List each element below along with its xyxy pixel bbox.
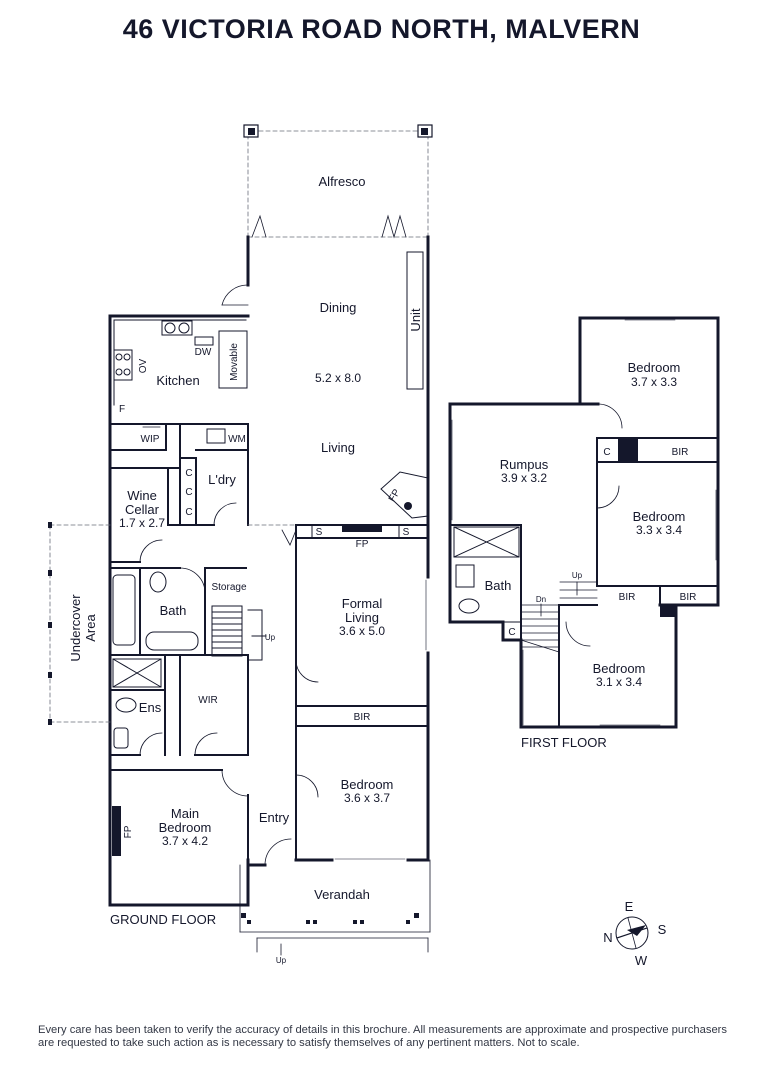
service-walls — [109, 423, 249, 563]
alfresco-post-left-fill — [248, 128, 255, 135]
ensuite-fixtures — [112, 658, 162, 749]
label-wine-dim: 1.7 x 2.7 — [119, 516, 165, 530]
verandah-outline — [239, 859, 431, 956]
washing-machine — [206, 428, 226, 444]
label-wip: WIP — [141, 434, 160, 445]
label-bedroom-dim: 3.6 x 3.7 — [344, 791, 390, 805]
label-bedroom-a: Bedroom — [628, 360, 681, 375]
compass-e: E — [625, 899, 634, 914]
label-c-b: C — [508, 627, 515, 638]
cellar-door-arc — [139, 539, 163, 563]
label-f: F — [119, 404, 125, 415]
label-alfresco: Alfresco — [319, 174, 366, 189]
label-fp-formal: FP — [356, 539, 369, 550]
main-bedroom-walls — [109, 769, 249, 861]
label-bedroom-b-dim: 3.3 x 3.4 — [636, 523, 682, 537]
front-room-walls — [295, 524, 429, 861]
label-undercover: Undercover — [68, 594, 83, 662]
label-dining: Dining — [320, 300, 357, 315]
first-chimney — [618, 438, 638, 462]
unit-bench — [406, 251, 424, 390]
label-undercover-2: Area — [83, 614, 98, 642]
label-fp-living: FP — [387, 487, 403, 504]
label-s1: S — [316, 527, 323, 538]
label-bath: Bath — [160, 603, 187, 618]
label-wir: WIR — [198, 695, 217, 706]
label-entry: Entry — [259, 810, 290, 825]
label-c-a: C — [603, 447, 610, 458]
label-bedroom-c-dim: 3.1 x 3.4 — [596, 675, 642, 689]
ensuite-walls — [109, 654, 249, 756]
label-bir: BIR — [354, 712, 371, 723]
compass-n: N — [603, 930, 612, 945]
first-outer-walls — [448, 316, 720, 729]
living-fireplace — [380, 471, 429, 519]
label-bedroom-b: Bedroom — [633, 509, 686, 524]
label-ground-floor: GROUND FLOOR — [110, 912, 216, 927]
first-bath-fixtures — [453, 526, 520, 614]
label-storage: Storage — [211, 582, 246, 593]
label-bir-b: BIR — [619, 592, 636, 603]
label-bir-c: BIR — [680, 592, 697, 603]
kitchen-fixtures — [113, 319, 248, 406]
label-unit: Unit — [408, 308, 423, 332]
label-formal-living: Formal — [342, 596, 383, 611]
first-stairs — [520, 581, 598, 653]
label-c1: C — [185, 468, 192, 479]
compass — [615, 916, 649, 950]
label-main-bedroom: Main — [171, 806, 199, 821]
label-verandah: Verandah — [314, 887, 370, 902]
formal-fireplace — [342, 524, 382, 532]
label-living: Living — [321, 440, 355, 455]
laundry-door-arc — [213, 502, 237, 526]
label-bir-a: BIR — [672, 447, 689, 458]
label-ov: OV — [138, 358, 149, 373]
label-up: Up — [572, 571, 583, 580]
first-windows — [451, 319, 717, 726]
bifold-doors — [251, 214, 407, 239]
label-up-front: Up — [276, 956, 287, 965]
label-first-floor: FIRST FLOOR — [521, 735, 607, 750]
dining-door-arc — [221, 284, 249, 306]
label-c2: C — [185, 487, 192, 498]
label-first-bath: Bath — [485, 578, 512, 593]
label-main-bedroom-2: Bedroom — [159, 820, 212, 835]
label-ens: Ens — [139, 700, 162, 715]
bath-fixtures — [112, 571, 267, 661]
label-bedroom-c: Bedroom — [593, 661, 646, 676]
page-title: 46 VICTORIA ROAD NORTH, MALVERN — [122, 14, 641, 44]
compass-s: S — [658, 922, 667, 937]
label-bedroom: Bedroom — [341, 777, 394, 792]
label-bedroom-a-dim: 3.7 x 3.3 — [631, 375, 677, 389]
label-dining-dim: 5.2 x 8.0 — [315, 371, 361, 385]
label-movable: Movable — [229, 343, 240, 381]
label-c3: C — [185, 507, 192, 518]
label-wine-cellar: Wine — [127, 488, 157, 503]
label-formal-living-2: Living — [345, 610, 379, 625]
label-main-dim: 3.7 x 4.2 — [162, 834, 208, 848]
label-dw: DW — [195, 347, 212, 358]
label-formal-dim: 3.6 x 5.0 — [339, 624, 385, 638]
label-fp-main: FP — [123, 825, 134, 838]
alfresco-post-right-fill — [421, 128, 428, 135]
disclaimer-text: Every care has been taken to verify the … — [38, 1024, 728, 1049]
label-s2: S — [403, 527, 410, 538]
alfresco-outline — [247, 130, 429, 238]
label-rumpus-dim: 3.9 x 3.2 — [501, 471, 547, 485]
label-rumpus: Rumpus — [500, 457, 549, 472]
label-kitchen: Kitchen — [156, 373, 199, 388]
main-fireplace — [112, 806, 121, 856]
verandah-posts — [241, 913, 419, 924]
label-up-stairs: Up — [265, 633, 276, 642]
label-wine-cellar-2: Cellar — [125, 502, 160, 517]
label-laundry: L'dry — [208, 472, 236, 487]
ground-outer-walls — [108, 235, 430, 907]
label-wm: WM — [228, 434, 246, 445]
label-dn: Dn — [536, 595, 546, 604]
compass-w: W — [635, 953, 648, 968]
